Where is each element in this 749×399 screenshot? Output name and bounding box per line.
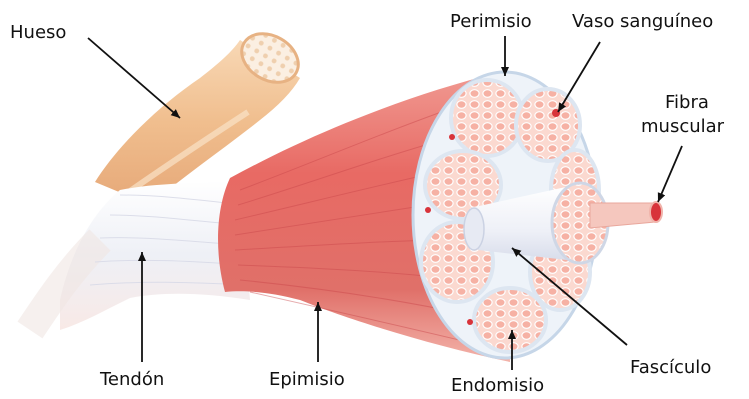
label-epimisio: Epimisio [269, 369, 345, 390]
label-fasciculo: Fascículo [630, 357, 711, 378]
muscle-fiber [590, 202, 662, 228]
blood-vessel [467, 319, 473, 325]
blood-vessel [449, 134, 455, 140]
fascicle [451, 80, 523, 156]
label-fibra-line1: Fibra [665, 92, 709, 113]
arrow-fibra [658, 146, 682, 202]
label-hueso: Hueso [10, 22, 66, 43]
label-vaso-sanguineo: Vaso sanguíneo [572, 11, 713, 32]
arrow-vaso [558, 42, 600, 112]
label-tendon: Tendón [99, 369, 164, 390]
tendon-shape [30, 180, 250, 330]
fascicle [474, 288, 546, 352]
label-perimisio: Perimisio [450, 11, 532, 32]
arrow-hueso [88, 38, 180, 118]
blood-vessel [425, 207, 431, 213]
label-fibra-line2: muscular [641, 116, 725, 137]
label-endomisio: Endomisio [451, 375, 544, 394]
